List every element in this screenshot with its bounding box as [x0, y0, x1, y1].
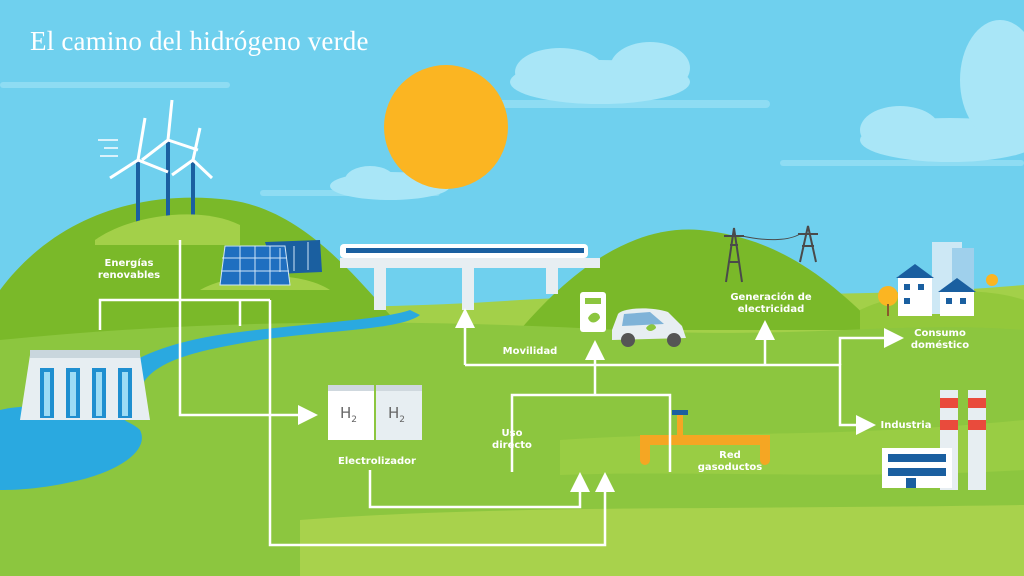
train-icon: [340, 244, 600, 310]
label-movilidad: Movilidad: [502, 346, 558, 357]
lake: [0, 406, 142, 490]
label-red-gasoductos: Red gasoductos: [697, 450, 763, 473]
charging-station-icon: [580, 292, 606, 332]
label-renovables: Energías renovables: [97, 258, 161, 281]
turbine-hill-patch: [95, 214, 240, 245]
h2-symbol: H: [340, 404, 352, 422]
pipeline-icon: [640, 410, 770, 465]
label-electrolizador: Electrolizador: [338, 456, 416, 467]
label-uso-directo: Uso directo: [492, 428, 532, 451]
electrolyzer-icon: [328, 385, 422, 440]
label-industria: Industria: [880, 420, 932, 431]
sun-icon: [384, 65, 508, 189]
h2-subscript: 2: [351, 415, 358, 425]
h2-subscript: 2: [399, 415, 406, 425]
factory-icon: [882, 390, 986, 490]
wind-turbine-icon: [98, 99, 214, 225]
h2-label-2: H2: [388, 404, 405, 425]
dam-icon: [20, 350, 150, 420]
h2-symbol: H: [388, 404, 400, 422]
solar-panel-icon: [200, 240, 330, 290]
label-consumo: Consumo doméstico: [910, 328, 970, 351]
h2-label-1: H2: [340, 404, 357, 425]
page-title: El camino del hidrógeno verde: [30, 26, 369, 56]
label-generacion: Generación de electricidad: [730, 292, 812, 315]
ground-light: [300, 505, 1024, 576]
power-tower-icon: [724, 225, 818, 283]
car-icon: [612, 308, 686, 347]
right-hill: [520, 229, 880, 330]
houses-icon: [878, 242, 998, 316]
flow-lines: [98, 240, 904, 547]
